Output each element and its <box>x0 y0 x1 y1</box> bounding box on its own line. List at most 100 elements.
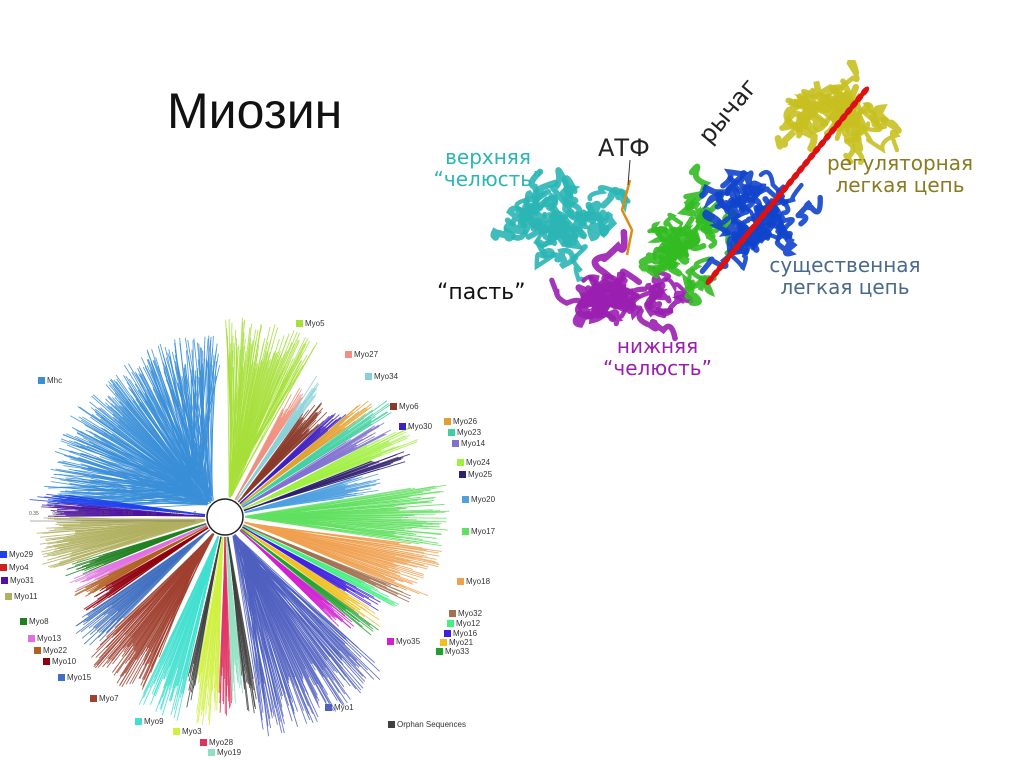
clade-myo32 <box>243 524 412 603</box>
clade-myo26 <box>240 400 373 506</box>
legend-item-myo21: Myo21 <box>440 638 473 647</box>
legend-item-myo6: Myo6 <box>390 402 419 411</box>
legend-label: Myo7 <box>99 694 119 703</box>
legend-swatch <box>462 496 469 503</box>
legend-swatch <box>135 718 142 725</box>
legend-item-myo19: Myo19 <box>208 748 241 757</box>
legend-item-myo12: Myo12 <box>447 619 480 628</box>
clade-myo8 <box>65 522 207 577</box>
legend-label: Myo34 <box>374 372 399 381</box>
legend-swatch <box>444 630 451 637</box>
clade-myo10 <box>83 527 209 611</box>
legend-item-myo27: Myo27 <box>345 350 378 359</box>
legend-item-myo33: Myo33 <box>436 647 469 656</box>
upper-jaw-domain <box>490 167 631 283</box>
legend-label: Myo12 <box>456 619 481 628</box>
clade-myo25 <box>243 451 411 512</box>
legend-label: Mhc <box>47 376 63 385</box>
legend-item-myo3: Myo3 <box>173 727 202 736</box>
legend-item-myo5: Myo5 <box>296 319 325 328</box>
legend-label: Myo30 <box>408 422 433 431</box>
clade-myo21 <box>241 527 381 627</box>
clade-orphan-sequences <box>186 536 222 708</box>
regulatory-light-chain <box>774 60 902 166</box>
legend-swatch <box>325 704 332 711</box>
legend-label: Myo22 <box>43 646 68 655</box>
legend-item-myo28: Myo28 <box>200 738 233 747</box>
legend-label: Myo17 <box>471 527 496 536</box>
legend-swatch <box>5 593 12 600</box>
legend-label: Orphan Sequences <box>397 720 466 729</box>
legend-swatch <box>38 377 45 384</box>
legend-swatch <box>436 648 443 655</box>
legend-swatch <box>462 528 469 535</box>
clade-mhc <box>44 335 221 513</box>
legend-item-myo25: Myo25 <box>459 470 492 479</box>
legend-item-myo17: Myo17 <box>462 527 495 536</box>
scale-tick: 0.20 <box>99 511 110 517</box>
legend-item-myo18: Myo18 <box>457 577 490 586</box>
legend-swatch <box>452 440 459 447</box>
legend-label: Myo35 <box>396 637 421 646</box>
clade-myo31 <box>41 502 206 517</box>
legend-item-myo1: Myo1 <box>325 703 354 712</box>
legend-label: Myo11 <box>14 592 38 601</box>
legend-label: Myo32 <box>458 609 483 618</box>
legend-item-myo16: Myo16 <box>444 629 477 638</box>
legend-swatch <box>387 638 394 645</box>
clade-myo16 <box>241 526 381 611</box>
legend-label: Myo33 <box>445 647 470 656</box>
legend-swatch <box>208 749 215 756</box>
scale-tick: 0 <box>193 511 197 517</box>
clade-myo22 <box>74 525 208 597</box>
legend-label: Myo18 <box>466 577 491 586</box>
legend-swatch <box>200 739 207 746</box>
clade-orphan-sequences <box>227 536 257 714</box>
scale-tick: 0.05 <box>170 511 180 517</box>
legend-item-myo26: Myo26 <box>444 417 477 426</box>
legend-item-myo22: Myo22 <box>34 646 67 655</box>
legend-item-orphan-sequences: Orphan Sequences <box>388 720 466 729</box>
clade-myo3 <box>196 536 224 726</box>
legend-swatch <box>345 351 352 358</box>
legend-item-mhc: Mhc <box>38 376 62 385</box>
label-upper-jaw: верхняя “челюсть” <box>433 145 543 191</box>
legend-label: Myo19 <box>217 748 242 757</box>
legend-item-myo24: Myo24 <box>457 458 490 467</box>
legend-item-myo32: Myo32 <box>449 609 482 618</box>
legend-item-myo8: Myo8 <box>20 617 49 626</box>
legend-item-myo7: Myo7 <box>90 694 119 703</box>
legend-label: Myo6 <box>399 402 419 411</box>
legend-swatch <box>390 403 397 410</box>
clade-myo17 <box>244 484 450 547</box>
legend-swatch <box>173 728 180 735</box>
legend-swatch <box>399 423 406 430</box>
legend-label: Myo13 <box>37 634 62 643</box>
legend-label: Myo16 <box>453 629 478 638</box>
legend-label: Myo10 <box>52 657 77 666</box>
legend-swatch <box>449 610 456 617</box>
label-atp: АТФ <box>598 134 650 162</box>
lever-helix <box>705 86 870 285</box>
clade-myo20 <box>244 473 381 514</box>
clade-myo18 <box>244 521 442 597</box>
legend-label: Myo27 <box>354 350 379 359</box>
legend-swatch <box>0 564 7 571</box>
legend-label: Myo20 <box>471 495 496 504</box>
legend-swatch <box>459 471 466 478</box>
clade-myo11 <box>36 516 206 568</box>
legend-swatch <box>28 635 35 642</box>
legend-item-myo29: Myo29 <box>0 550 33 559</box>
legend-label: Myo4 <box>9 563 29 572</box>
legend-swatch <box>43 658 50 665</box>
legend-swatch <box>90 695 97 702</box>
legend-label: Myo3 <box>182 727 202 736</box>
legend-item-myo11: Myo11 <box>5 592 37 601</box>
legend-label: Myo8 <box>29 617 49 626</box>
clade-myo13 <box>69 524 208 590</box>
clade-myo5 <box>225 317 318 498</box>
atp-molecule <box>620 179 634 256</box>
legend-label: Myo26 <box>453 417 478 426</box>
scale-tick: 0.10 <box>146 511 157 517</box>
legend-swatch <box>20 618 27 625</box>
